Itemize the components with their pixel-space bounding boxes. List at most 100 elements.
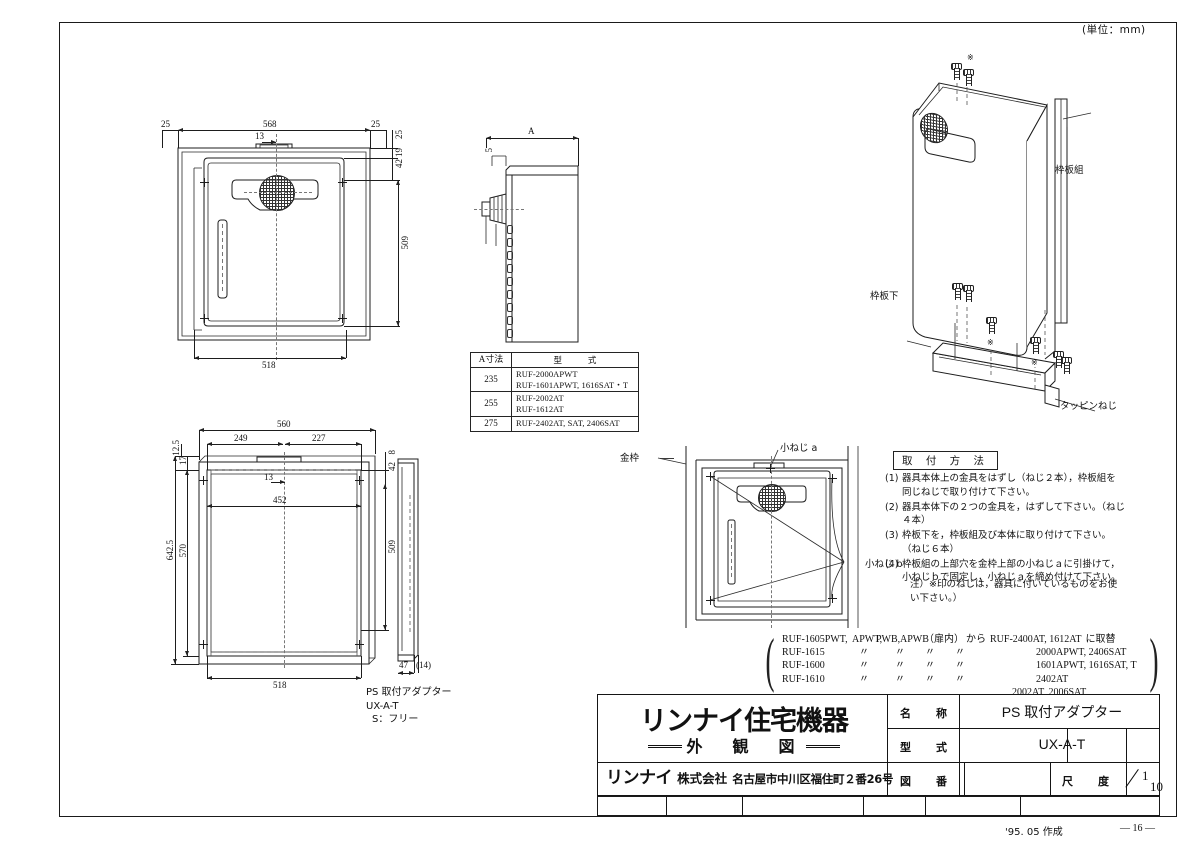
repl-col: （扉内） — [924, 634, 964, 645]
drawing-frame — [59, 22, 1177, 817]
dim-568: 568 — [263, 119, 277, 129]
repl-model: RUF-1600 — [782, 660, 825, 672]
company-type: 株式会社 — [677, 771, 728, 786]
method-item-text: 器具本体上の金具をはずし（ねじ２本），枠板組を同じねじで取り付けて下さい。 — [902, 473, 1116, 498]
replacement-row: RUF-1615 〃 〃 〃 〃 2000APWT, 2406SAT — [782, 646, 1142, 659]
dim-47: 47 — [399, 660, 408, 670]
field-label-drawing-no: 図 番 — [900, 775, 954, 788]
method-item-number: (2) — [885, 501, 899, 513]
brand-area: リンナイ住宅機器 外 観 図 リンナイ 株式会社 名古屋市中川区福住町２番26号 — [598, 695, 894, 795]
repl-model: RUF-1610 — [782, 673, 825, 685]
repl-col: 〃 — [955, 673, 965, 685]
title-block: リンナイ住宅機器 外 観 図 リンナイ 株式会社 名古屋市中川区福住町２番26号… — [597, 694, 1163, 796]
unit-note: (単位：mm) — [1082, 24, 1146, 36]
replacement-row: 2002AT, 2006SAT — [782, 686, 1142, 699]
vent-mesh-icon — [758, 484, 786, 512]
a-value: 255 — [470, 391, 512, 417]
dim-17: 17 — [178, 456, 188, 465]
dim-25-left: 25 — [161, 119, 170, 129]
repl-col: 〃 — [859, 660, 869, 672]
label-koneji-a: 小ねじ a — [780, 443, 818, 454]
method-item: (2) 器具本体下の２つの金具を，はずして下さい。（ねじ４本） — [885, 501, 1125, 529]
dim-249: 249 — [234, 433, 248, 443]
centerline-vertical — [284, 452, 285, 668]
view-front-bottom: 560 249 227 12.5 17 8 42 13 452 — [165, 419, 415, 690]
method-item-text: 器具本体下の２つの金具を，はずして下さい。（ねじ４本） — [902, 501, 1125, 527]
replacement-list: ( ) RUF-1605PWT, APWT, PWB, APWB （扉内） から… — [765, 630, 1158, 698]
field-value-name: PS 取付アダプター — [1001, 704, 1123, 720]
mount-hole-mark — [355, 640, 364, 649]
repl-target: RUF-2400AT, 1612AT — [990, 634, 1082, 645]
louver-slots — [507, 290, 513, 299]
repl-col: 〃 — [895, 673, 905, 685]
model-line: RUF-1612AT — [516, 403, 564, 414]
mount-hole-mark — [199, 476, 208, 485]
louver-slots — [507, 264, 513, 273]
dim-42: 42 — [394, 159, 404, 168]
dim-19: 19 — [394, 148, 404, 157]
dim-A: A — [528, 126, 535, 136]
repl-col: 〃 — [895, 660, 905, 672]
repl-col: 〃 — [925, 647, 935, 659]
scale-numerator: 1 — [1142, 768, 1149, 783]
repl-target: 2402AT — [1036, 673, 1069, 685]
dim-12-5: 12.5 — [171, 440, 181, 456]
star-mark-mid: ※ — [987, 338, 994, 347]
vent-mesh-icon — [259, 175, 295, 211]
repl-col: PWB, — [876, 634, 901, 645]
revision-strip — [597, 796, 1160, 816]
repl-col: 〃 — [925, 660, 935, 672]
label-wakuita-kumi: 枠板組 — [1055, 165, 1084, 176]
footer-date: '95. 05 作成 — [1005, 827, 1063, 838]
louver-slots — [507, 251, 513, 260]
repl-col: APWT, — [852, 634, 883, 645]
replacement-row: RUF-1605PWT, APWT, PWB, APWB （扉内） から RUF… — [782, 633, 1142, 646]
field-label-name: 名 称 — [900, 707, 954, 720]
mount-hole-mark — [355, 476, 364, 485]
brand-subtitle-text: 外 観 図 — [686, 737, 802, 756]
view-side-profile-bottom: 47 (14) — [392, 455, 432, 675]
view-isometric: ※ ※ ※ 枠板組 枠板下 タッピンねじ — [870, 53, 1155, 412]
method-item: (1) 器具本体上の金具をはずし（ねじ２本），枠板組を同じねじで取り付けて下さい… — [885, 472, 1125, 500]
method-item-text: 枠板組の上部穴を金枠上部の小ねじａに引掛けて，小ねじｂで固定し，小ねじａを締め付… — [902, 558, 1121, 584]
repl-model: RUF-1615 — [782, 647, 825, 659]
dim-452: 452 — [273, 495, 287, 505]
view-side-top: A 5 — [470, 120, 580, 350]
centerline-vertical — [771, 456, 772, 628]
a-dimension-table: A寸法 型 式 235 RUF-2000APWT RUF-1601APWT, 1… — [470, 352, 639, 432]
table-row: 255 RUF-2002AT RUF-1612AT — [470, 391, 639, 417]
dim-642-5: 642.5 — [165, 540, 175, 561]
label-tapping-screw: タッピンねじ — [1060, 401, 1118, 412]
star-mark-top: ※ — [967, 53, 974, 62]
paren-left: ( — [765, 627, 775, 693]
mount-hole-mark — [338, 314, 347, 323]
scale-label: 尺 度 — [1062, 775, 1116, 788]
centerline-vertical — [276, 134, 277, 360]
repl-target: 1601APWT, 1616SAT, T — [1036, 660, 1137, 672]
side-profile-geometry — [397, 458, 419, 662]
view-front-top: 568 25 25 13 25 19 42 509 51 — [161, 118, 410, 370]
star-mark-right: ※ — [1031, 358, 1038, 367]
louver-slots — [507, 329, 513, 338]
centerline-horizontal — [244, 192, 312, 193]
table-row: 275 RUF-2402AT, SAT, 2406SAT — [470, 415, 639, 432]
field-value-model: UX-A-T — [1038, 736, 1086, 752]
dim-570: 570 — [178, 544, 188, 558]
dim-25-right: 25 — [371, 119, 380, 129]
bottom-left-caption: PS 取付アダプター UX-A-T S：フリー — [366, 686, 452, 727]
repl-col: APWB — [900, 634, 929, 645]
page-number: — 16 — — [1120, 823, 1155, 834]
field-label-model: 型 式 — [900, 741, 954, 754]
mount-hole-mark — [338, 178, 347, 187]
method-item-text: 枠板下を，枠板組及び本体に取り付けて下さい。（ねじ６本） — [902, 530, 1112, 555]
dim-14: (14) — [416, 660, 431, 670]
label-wakuita-shita: 枠板下 — [870, 291, 899, 302]
company-address: 名古屋市中川区福住町２番26号 — [732, 772, 894, 786]
centerline-horizontal — [474, 209, 524, 210]
model-line: RUF-2402AT, SAT, 2406SAT — [516, 418, 620, 429]
front-top-geometry — [177, 143, 371, 341]
repl-target: 2000APWT, 2406SAT — [1036, 647, 1127, 659]
repl-col: 〃 — [859, 647, 869, 659]
screw-mark-b — [828, 594, 837, 603]
screw-mark-b — [706, 596, 715, 605]
